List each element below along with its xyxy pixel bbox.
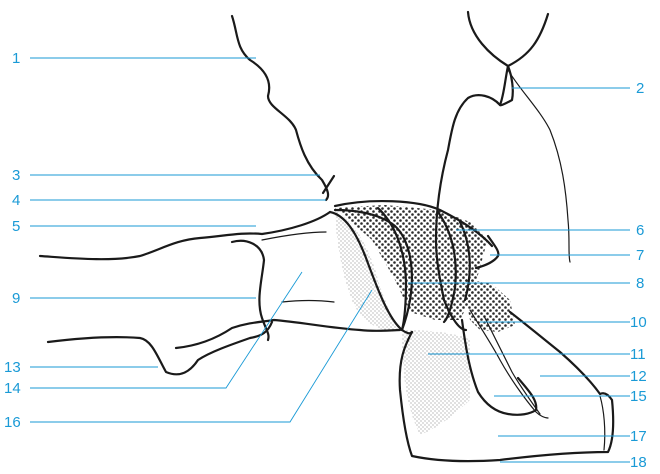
trochanter-line (232, 241, 269, 340)
callout-7: 7 (636, 247, 644, 264)
obturator-foramen (462, 320, 536, 415)
ilium-contour (468, 12, 548, 66)
trochanter-contour (176, 320, 400, 348)
callout-8: 8 (636, 275, 644, 292)
callout-1: 1 (12, 50, 20, 67)
callout-12: 12 (630, 368, 647, 385)
callout-9: 9 (12, 290, 20, 307)
posterior-line (508, 70, 570, 262)
callout-6: 6 (636, 222, 644, 239)
callout-11: 11 (630, 346, 646, 363)
callout-13: 13 (4, 359, 21, 376)
fine-stipple-fossa (402, 330, 470, 435)
callout-5: 5 (12, 218, 20, 235)
callout-labels: 1 2 3 4 5 6 7 8 9 10 11 12 13 14 15 16 1… (4, 50, 647, 471)
callout-3: 3 (12, 167, 20, 184)
bone-outlines (40, 12, 613, 461)
shaded-regions (335, 205, 515, 435)
callout-14: 14 (4, 380, 21, 397)
shaft-lower-border (48, 322, 272, 374)
tuber-line (600, 396, 605, 450)
callout-2: 2 (636, 80, 644, 97)
callout-16: 16 (4, 414, 21, 431)
callout-18: 18 (630, 454, 647, 471)
callout-4: 4 (12, 192, 20, 209)
callout-10: 10 (630, 314, 647, 331)
leader-lines (30, 58, 630, 462)
upper-contour-left (232, 16, 328, 200)
callout-17: 17 (630, 428, 647, 445)
inner-line-lower (282, 301, 334, 303)
leader-16 (30, 290, 372, 422)
callout-15: 15 (630, 388, 647, 405)
